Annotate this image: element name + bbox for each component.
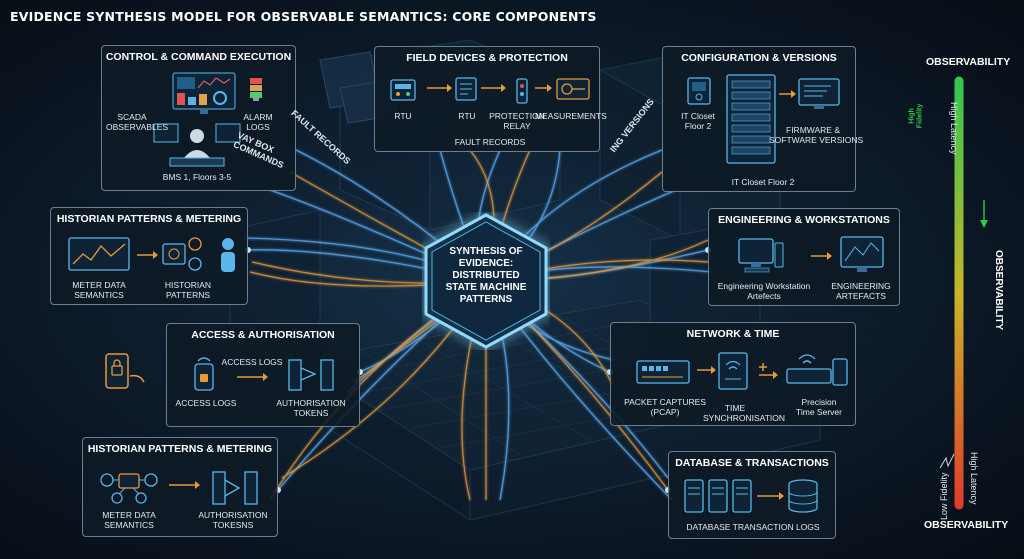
flow-arrow-icon xyxy=(481,84,506,92)
page-title: EVIDENCE SYNTHESIS MODEL FOR OBSERVABLE … xyxy=(10,9,597,24)
high-latency-bottom-label: High Latency xyxy=(969,452,979,505)
low-fidelity-label: Low Fidelity xyxy=(939,472,949,520)
panel-title: CONFIGURATION & VERSIONS xyxy=(681,52,837,64)
access-reader-icon xyxy=(194,357,214,391)
flow-arrow-icon xyxy=(535,84,552,92)
fault-records-label: FAULT RECORDS xyxy=(454,137,526,147)
packet-capture-icon xyxy=(636,360,690,384)
synthesis-hub xyxy=(424,213,548,349)
panel-title: ACCESS & AUTHORISATION xyxy=(191,329,335,341)
panel-engineering-workstations: ENGINEERING & WORKSTATIONS Engineering W… xyxy=(708,208,900,306)
database-servers-icon xyxy=(684,479,818,513)
meter-chart-icon xyxy=(68,237,130,271)
hub-line-1: SYNTHESIS OF xyxy=(449,246,523,257)
panel-historian-top: HISTORIAN PATTERNS & METERING METER DATA… xyxy=(50,207,248,305)
panel-title: NETWORK & TIME xyxy=(686,328,780,340)
meter-network-icon xyxy=(100,473,158,504)
flow-arrow-icon xyxy=(169,481,200,489)
server-rack-icon xyxy=(726,74,776,164)
hub-line-2: EVIDENCE: xyxy=(458,258,514,269)
rtu-icon xyxy=(390,79,416,101)
rtu-label-2: RTU xyxy=(458,111,476,121)
time-sync-device-icon xyxy=(718,352,748,390)
turnstile-gate-icon xyxy=(288,359,334,391)
flow-arrow-icon xyxy=(697,366,716,374)
panel-title: FIELD DEVICES & PROTECTION xyxy=(406,52,568,64)
scale-top-label: OBSERVABILITY xyxy=(926,56,1011,68)
high-latency-top-label: High Latency xyxy=(949,102,959,155)
hub-line-4: STATE MACHINE xyxy=(445,282,527,293)
panel-title: HISTORIAN PATTERNS & METERING xyxy=(87,443,273,455)
protection-relay-icon xyxy=(516,78,528,104)
flow-arrow-icon xyxy=(811,252,832,260)
rtu-device-icon xyxy=(455,77,477,101)
scale-bottom-label: OBSERVABILITY xyxy=(924,519,1009,531)
flow-arrow-icon xyxy=(779,90,796,98)
person-icon xyxy=(221,238,235,272)
closet-device-icon xyxy=(687,77,711,105)
panel-access-authorisation: ACCESS & AUTHORISATION ACCESS LOGS ACCES… xyxy=(166,323,360,427)
panel-database-transactions: DATABASE & TRANSACTIONS DATABASE TRANSAC… xyxy=(668,451,836,539)
panel-network-time: NETWORK & TIME PACKET CAPTURES(PCAP) xyxy=(610,322,856,426)
bms-floors-label: BMS 1, Floors 3-5 xyxy=(162,172,232,182)
access-logs-label: ACCESS LOGS xyxy=(175,398,237,408)
hub-label: SYNTHESIS OF EVIDENCE: DISTRIBUTED STATE… xyxy=(430,246,542,306)
flow-arrow-icon xyxy=(237,373,268,381)
precision-time-server-icon xyxy=(786,354,848,386)
hub-line-5: PATTERNS xyxy=(459,294,513,305)
flow-arrow-icon xyxy=(427,84,452,92)
panel-title: CONTROL & COMMAND EXECUTION xyxy=(105,51,292,63)
panel-title: DATABASE & TRANSACTIONS xyxy=(675,457,829,469)
packet-captures-label: PACKET CAPTURES(PCAP) xyxy=(624,397,706,417)
scale-mid-label: OBSERVABILITY xyxy=(993,250,1004,331)
measurements-icon xyxy=(556,78,590,100)
token-gate-icon xyxy=(212,471,258,505)
flow-arrow-icon xyxy=(137,251,158,259)
hub-line-3: DISTRIBUTED xyxy=(452,270,520,281)
observability-scale xyxy=(939,75,988,511)
plus-arrow-icon xyxy=(759,363,778,379)
database-transaction-logs-label: DATABASE TRANSACTION LOGS xyxy=(686,522,820,532)
panel-title: ENGINEERING & WORKSTATIONS xyxy=(718,214,890,226)
alarm-tower-icon xyxy=(250,78,262,101)
panel-historian-bottom: HISTORIAN PATTERNS & METERING METER DATA… xyxy=(82,437,278,537)
firmware-monitor-icon xyxy=(798,78,840,109)
panel-title: HISTORIAN PATTERNS & METERING xyxy=(56,213,242,225)
measurements-label: MEASUREMENTS xyxy=(535,111,607,121)
scada-dashboard-icon xyxy=(172,72,236,114)
mobile-lock-icon xyxy=(105,353,145,389)
engineering-monitor-icon xyxy=(840,236,884,272)
panel-field-devices: FIELD DEVICES & PROTECTION RTU xyxy=(374,46,607,152)
operator-console-icon xyxy=(153,123,241,167)
firmware-versions-label: FIRMWARE &SOFTWARE VERSIONS xyxy=(769,125,864,145)
historian-icon xyxy=(162,237,202,271)
access-logs-top-label: ACCESS LOGS xyxy=(221,357,283,367)
workstation-icon xyxy=(738,238,784,273)
it-closet-floor-label: IT Closet Floor 2 xyxy=(731,177,795,187)
rtu-label-1: RTU xyxy=(394,111,412,121)
